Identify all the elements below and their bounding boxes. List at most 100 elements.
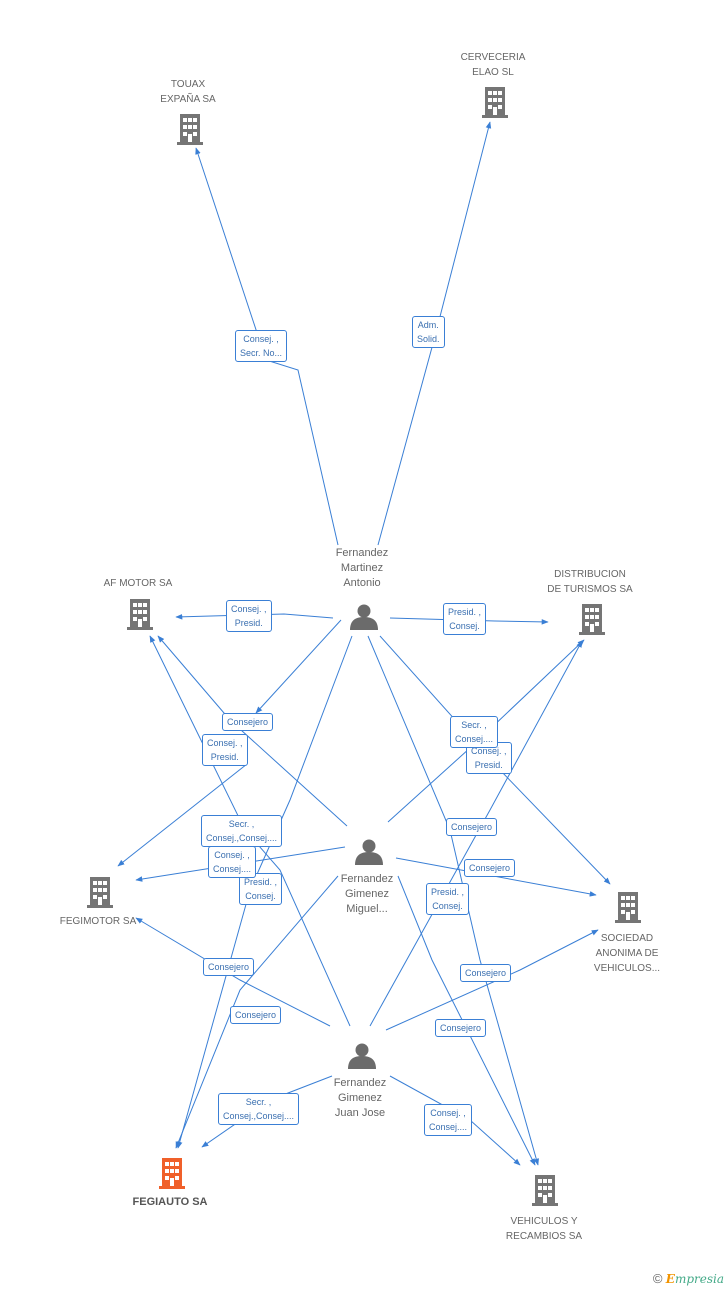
label-line: FEGIAUTO SA xyxy=(132,1196,208,1208)
relation-label[interactable]: Consej. ,Presid. xyxy=(202,734,248,766)
label-line: RECAMBIOS SA xyxy=(505,1231,583,1242)
relation-label[interactable]: Adm.Solid. xyxy=(412,316,445,348)
relation-line: Consejero xyxy=(208,962,250,972)
person-label-juanjose[interactable]: Fernandez Gimenez Juan Jose xyxy=(334,1076,387,1121)
label-line: VEHICULOS Y xyxy=(510,1216,578,1227)
relation-line: Consej. , xyxy=(471,746,507,756)
building-icon-fegimotor xyxy=(87,877,113,908)
edges xyxy=(117,121,611,1166)
relation-line: Consej. xyxy=(245,891,276,901)
relation-line: Consej. , xyxy=(231,604,267,614)
relation-line: Adm. xyxy=(417,320,439,330)
label-line: VEHICULOS... xyxy=(593,963,661,974)
relation-edge xyxy=(157,635,348,827)
person-label-miguel[interactable]: Fernandez Gimenez Miguel... xyxy=(341,872,394,917)
relation-label[interactable]: Consejero xyxy=(203,958,255,976)
label-line: Gimenez xyxy=(337,1092,383,1104)
relation-edge xyxy=(389,617,549,625)
building-icon-vehiculos xyxy=(532,1175,558,1206)
relation-label[interactable]: Secr. ,Consej.,Consej.... xyxy=(201,815,283,847)
label-line: Gimenez xyxy=(344,888,390,900)
person-icon-antonio xyxy=(350,604,378,630)
building-icon-distribucion xyxy=(579,604,605,635)
company-label-fegimotor[interactable]: FEGIMOTOR SA xyxy=(60,914,137,929)
person-icon-miguel xyxy=(355,839,383,865)
label-line: TOUAX xyxy=(170,79,206,90)
relation-line: Presid. xyxy=(210,752,239,762)
relation-edge xyxy=(255,619,342,714)
relation-line: Consej.... xyxy=(455,734,494,744)
relation-label[interactable]: Consejero xyxy=(222,713,274,731)
company-label-cerveceria[interactable]: CERVECERIA ELAO SL xyxy=(461,50,526,80)
relation-line: Presid. , xyxy=(431,887,465,897)
relation-line: Consej.... xyxy=(429,1122,468,1132)
relation-label[interactable]: Consejero xyxy=(435,1019,487,1037)
relation-label[interactable]: Consej. , Consej.... xyxy=(424,1104,473,1136)
relation-label[interactable]: Consejero xyxy=(460,964,512,982)
brand-initial: E xyxy=(665,1272,675,1286)
relation-edge xyxy=(117,763,248,867)
label-line: Fernandez xyxy=(333,1077,387,1089)
relation-label[interactable]: Consejero xyxy=(464,859,516,877)
relation-label[interactable]: Presid. , Consej. xyxy=(426,883,470,915)
company-label-distribucion[interactable]: DISTRIBUCION DE TURISMOS SA xyxy=(547,567,632,597)
label-line: ELAO SL xyxy=(472,67,514,78)
label-line: FEGIMOTOR SA xyxy=(59,916,137,927)
relation-line: Consej.,Consej.... xyxy=(206,833,278,843)
label-line: SOCIEDAD xyxy=(600,933,654,944)
person-icon-juanjose xyxy=(348,1043,376,1069)
relation-edge xyxy=(369,640,583,1027)
relation-line: Secr. No... xyxy=(240,348,283,358)
label-line: AF MOTOR SA xyxy=(103,578,173,589)
relation-label[interactable]: Consej. ,Secr. No... xyxy=(235,330,288,362)
relation-edge xyxy=(149,635,351,1027)
relation-line: Consejero xyxy=(227,717,269,727)
relation-edge xyxy=(135,917,331,1027)
relation-edge xyxy=(175,613,334,620)
relation-line: Presid. xyxy=(474,760,503,770)
label-line: Miguel... xyxy=(346,903,388,915)
company-label-afmotor[interactable]: AF MOTOR SA xyxy=(104,576,173,591)
relation-line: Consejero xyxy=(469,863,511,873)
relation-line: Consejero xyxy=(235,1010,277,1020)
relation-line: Secr. , xyxy=(461,720,487,730)
relation-line: Consej. xyxy=(432,901,463,911)
relation-line: Consejero xyxy=(465,968,507,978)
relation-label[interactable]: Secr. , Consej.... xyxy=(450,716,499,748)
company-label-sociedad[interactable]: SOCIEDAD ANONIMA DE VEHICULOS... xyxy=(594,931,660,976)
relation-label[interactable]: Consej. , Presid. xyxy=(226,600,272,632)
relation-line: Consej. , xyxy=(430,1108,466,1118)
relation-label[interactable]: Presid. , Consej. xyxy=(239,873,283,905)
relation-line: Consejero xyxy=(440,1023,482,1033)
relation-label[interactable]: Consej. , Consej.... xyxy=(208,846,257,878)
brand-name: mpresia xyxy=(674,1272,724,1286)
label-line: DE TURISMOS SA xyxy=(547,584,633,595)
company-label-fegiauto[interactable]: FEGIAUTO SA xyxy=(133,1195,208,1210)
relation-label[interactable]: Presid. ,Consej. xyxy=(443,603,487,635)
building-icon-touax xyxy=(177,114,203,145)
relation-edge xyxy=(175,875,339,1149)
relation-line: Consej.... xyxy=(213,864,252,874)
label-line: CERVECERIA xyxy=(460,52,526,63)
building-icon-fegiauto xyxy=(159,1158,185,1189)
relation-line: Consej.,Consej.... xyxy=(223,1111,295,1121)
building-icon-cerveceria xyxy=(482,87,508,118)
relation-label[interactable]: Consejero xyxy=(230,1006,282,1024)
label-line: ANONIMA DE xyxy=(595,948,659,959)
relation-line: Consej. xyxy=(449,621,480,631)
empresia-logo[interactable]: © Empresia xyxy=(653,1271,724,1286)
label-line: Juan Jose xyxy=(334,1107,386,1119)
label-line: EXPAÑA SA xyxy=(160,94,216,105)
relation-label[interactable]: Secr. ,Consej.,Consej.... xyxy=(218,1093,300,1125)
company-label-vehiculos[interactable]: VEHICULOS Y RECAMBIOS SA xyxy=(506,1214,582,1244)
label-line: Fernandez xyxy=(340,873,394,885)
relation-line: Presid. , xyxy=(244,877,278,887)
person-label-antonio[interactable]: Fernandez Martinez Antonio xyxy=(336,546,389,591)
company-label-touax[interactable]: TOUAX EXPAÑA SA xyxy=(160,77,215,107)
relation-line: Presid. xyxy=(234,618,263,628)
label-line: DISTRIBUCION xyxy=(554,569,626,580)
label-line: Martinez xyxy=(340,562,384,574)
relation-line: Consej. , xyxy=(214,850,250,860)
relation-edge xyxy=(385,929,599,1031)
relation-label[interactable]: Consejero xyxy=(446,818,498,836)
